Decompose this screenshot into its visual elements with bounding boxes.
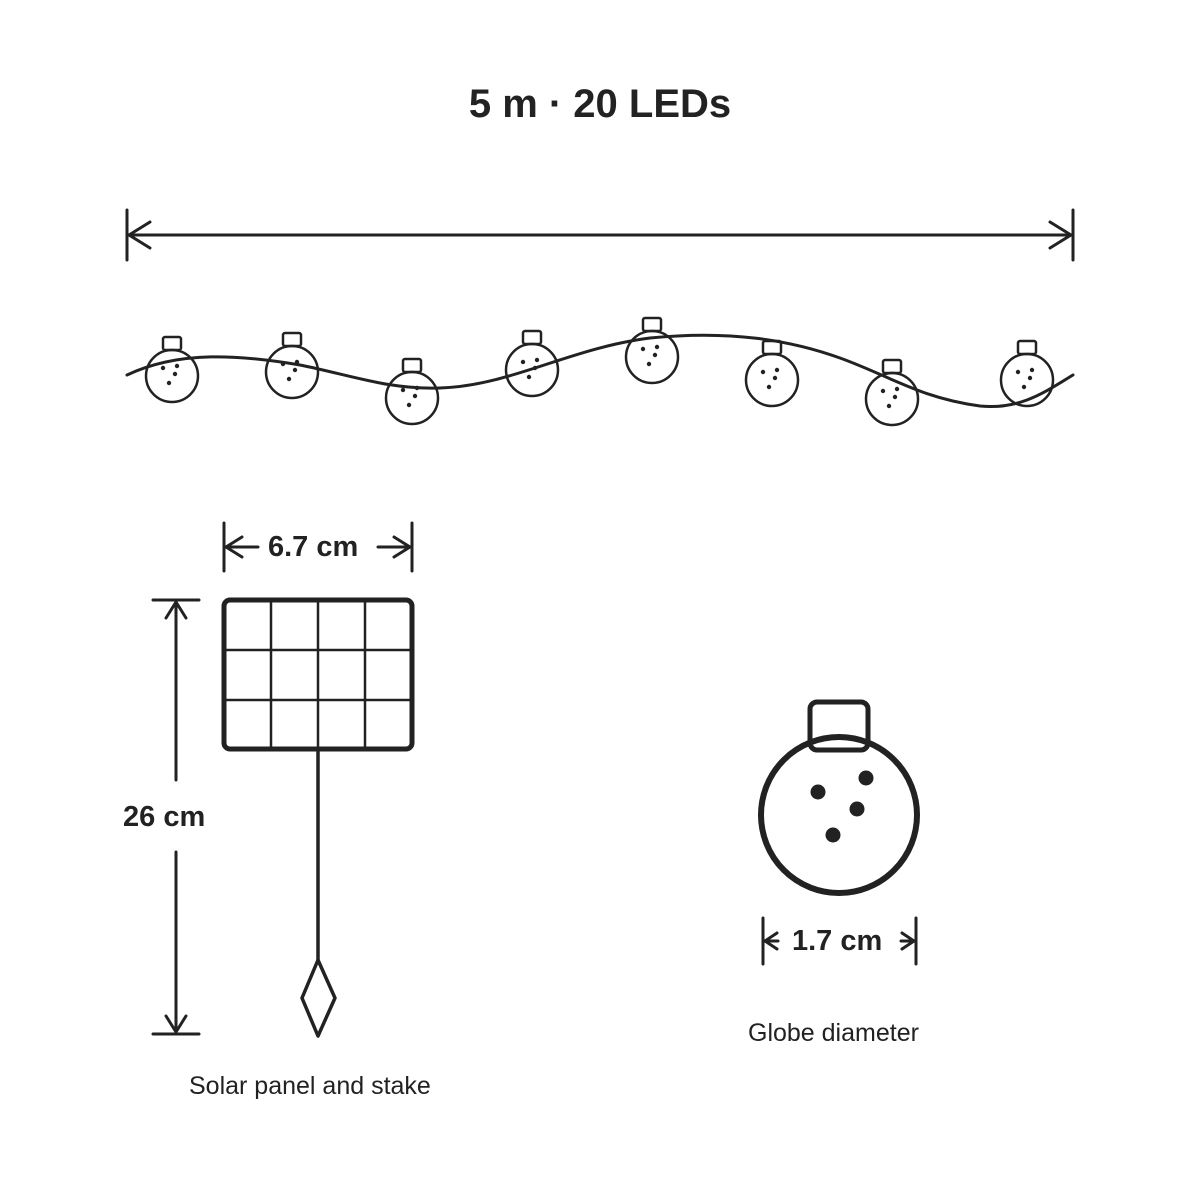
globe-width-dimension-line (761, 916, 918, 966)
bulb (624, 316, 680, 385)
bulb (504, 329, 560, 398)
panel-height-label: 26 cm (123, 801, 206, 833)
bulb (384, 357, 440, 426)
panel-height-dimension-line (151, 598, 201, 1036)
bulb (744, 339, 800, 408)
diagram-title: 5 m · 20 LEDs (468, 82, 732, 126)
bulb (864, 358, 920, 427)
bulb (999, 339, 1055, 408)
panel-caption: Solar panel and stake (189, 1072, 431, 1100)
panel-width-label: 6.7 cm (268, 531, 359, 563)
globe-width-label: 1.7 cm (792, 925, 883, 957)
string-wire (125, 333, 1075, 409)
globe-closeup (758, 699, 920, 896)
bulb (264, 331, 320, 400)
bulb (144, 335, 200, 404)
panel-width-dimension-line (222, 521, 414, 573)
length-dimension-line (125, 208, 1075, 262)
stake (300, 749, 337, 1038)
solar-panel (221, 597, 415, 752)
globe-caption: Globe diameter (748, 1019, 919, 1047)
